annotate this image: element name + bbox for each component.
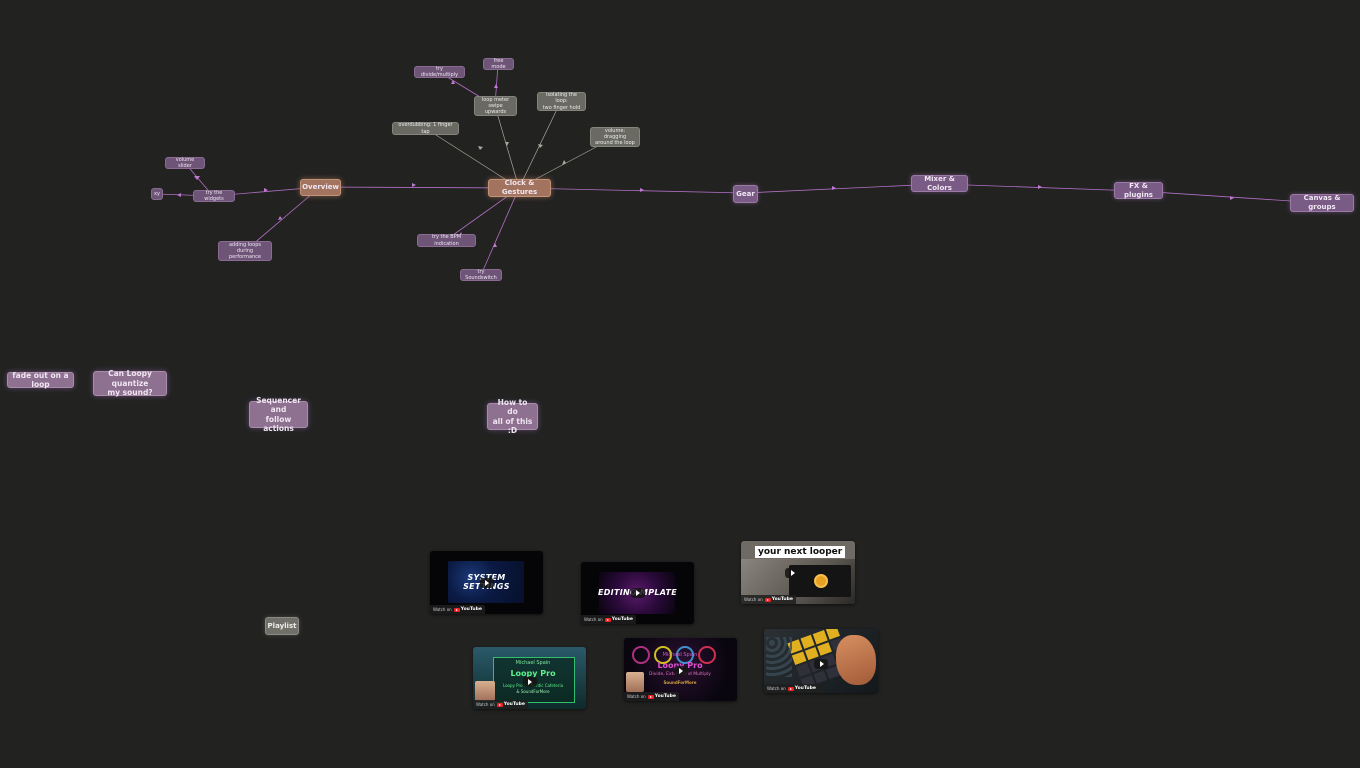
edge-overview-adding	[244, 186, 321, 252]
arrow-markers	[177, 80, 1234, 247]
play-button-icon[interactable]	[673, 665, 688, 676]
node-isolating-loop[interactable]: isolating the loop: two finger hold	[537, 92, 586, 111]
arrow-markers-gray	[478, 142, 566, 165]
node-how-to[interactable]: How to do all of this :D	[487, 398, 538, 435]
loop-ring-1	[632, 646, 650, 664]
youtube-logo-icon: YouTube	[787, 686, 816, 691]
edge-clock-overdub	[424, 127, 520, 189]
video-your-next-looper[interactable]: your next looper Watch on YouTube	[741, 541, 855, 604]
play-button-icon[interactable]	[814, 659, 828, 669]
edge-overview-clock	[319, 186, 520, 189]
node-playlist[interactable]: Playlist	[265, 617, 299, 635]
node-sequencer[interactable]: Sequencer and follow actions	[249, 396, 308, 433]
watch-on-youtube[interactable]: Watch on YouTube	[764, 684, 819, 693]
youtube-logo-icon: YouTube	[647, 694, 676, 699]
video-title: EDITING MPLATE	[597, 588, 678, 597]
play-button-icon[interactable]	[630, 588, 645, 598]
circle-grid	[766, 637, 792, 677]
node-clock-gestures[interactable]: Clock & Gestures	[488, 179, 551, 197]
node-mixer-colors[interactable]: Mixer & Colors	[911, 175, 968, 192]
edge-clock-soundswitch	[480, 187, 520, 276]
node-try-soundswitch[interactable]: try Soundswitch	[460, 269, 502, 281]
video-line-1: Michael Spain	[662, 652, 698, 658]
edge-clock-loopmeter	[494, 105, 520, 189]
youtube-logo-icon: YouTube	[453, 607, 482, 612]
watch-on-youtube[interactable]: Watch on YouTube	[581, 615, 636, 624]
node-free-mode[interactable]: free mode	[483, 58, 514, 70]
video-line-2: Loopy Pro	[657, 661, 703, 670]
loop-ring-3	[676, 646, 694, 664]
node-loop-meter[interactable]: loop meter swipe upwards	[474, 96, 517, 116]
video-line-4: SoundForMore	[663, 680, 697, 685]
node-gear[interactable]: Gear	[733, 185, 758, 203]
video-line-4: & SoundForMore	[516, 689, 550, 694]
node-fx-plugins[interactable]: FX & plugins	[1114, 182, 1163, 199]
video-system-settings[interactable]: SYSTEM SETTINGS Watch on YouTube	[430, 551, 543, 614]
node-xy[interactable]: xy	[151, 188, 163, 200]
loop-ring-4	[698, 646, 716, 664]
edge-clock-gear	[518, 187, 746, 194]
play-button-icon[interactable]	[522, 677, 537, 687]
node-volume-dragging[interactable]: volume: dragging around the loop	[590, 127, 640, 147]
video-line-1: Michael Spain	[515, 660, 551, 666]
hand	[836, 635, 876, 685]
play-button-icon[interactable]	[785, 567, 799, 578]
node-quantize[interactable]: Can Loopy quantize my sound?	[93, 369, 167, 397]
avatar	[626, 672, 644, 692]
loop-ring-2	[654, 646, 672, 664]
node-overview[interactable]: Overview	[300, 179, 341, 196]
watch-on-youtube[interactable]: Watch on YouTube	[624, 692, 679, 701]
node-fade-out[interactable]: fade out on a loop	[7, 371, 74, 389]
video-editing-template[interactable]: EDITING MPLATE Watch on YouTube	[581, 562, 694, 624]
video-loopy-pro-divide[interactable]: Michael Spain Loopy Pro Divide, Extend a…	[624, 638, 737, 701]
node-try-bpm[interactable]: try the BPM indication	[417, 234, 476, 247]
node-try-widgets[interactable]: try the widgets	[193, 190, 235, 202]
node-canvas-groups[interactable]: Canvas & groups	[1290, 194, 1354, 212]
avatar	[475, 681, 495, 701]
node-overdubbing[interactable]: overdubbing: 1 finger tap	[392, 122, 459, 135]
node-adding-loops[interactable]: adding loops during performance	[218, 241, 272, 261]
edge-gear-mixer	[744, 183, 940, 194]
video-line-2: Loopy Pro	[510, 669, 556, 678]
watch-on-youtube[interactable]: Watch on YouTube	[473, 700, 528, 709]
video-pad-controller[interactable]: Watch on YouTube	[764, 629, 878, 693]
node-try-divide[interactable]: try divide/multiply	[414, 66, 465, 78]
video-loopy-pro-nordic[interactable]: Michael Spain Loopy Pro Loopy Pro for No…	[473, 647, 586, 709]
loop-circle	[814, 574, 828, 588]
watch-on-youtube[interactable]: Watch on YouTube	[430, 605, 485, 614]
youtube-logo-icon: YouTube	[764, 597, 793, 602]
youtube-logo-icon: YouTube	[604, 617, 633, 622]
watch-on-youtube[interactable]: Watch on YouTube	[741, 595, 796, 604]
node-volume-slider[interactable]: volume slider	[165, 157, 205, 169]
youtube-logo-icon: YouTube	[496, 702, 525, 707]
play-button-icon[interactable]	[479, 577, 494, 588]
video-title: your next looper	[755, 546, 846, 558]
